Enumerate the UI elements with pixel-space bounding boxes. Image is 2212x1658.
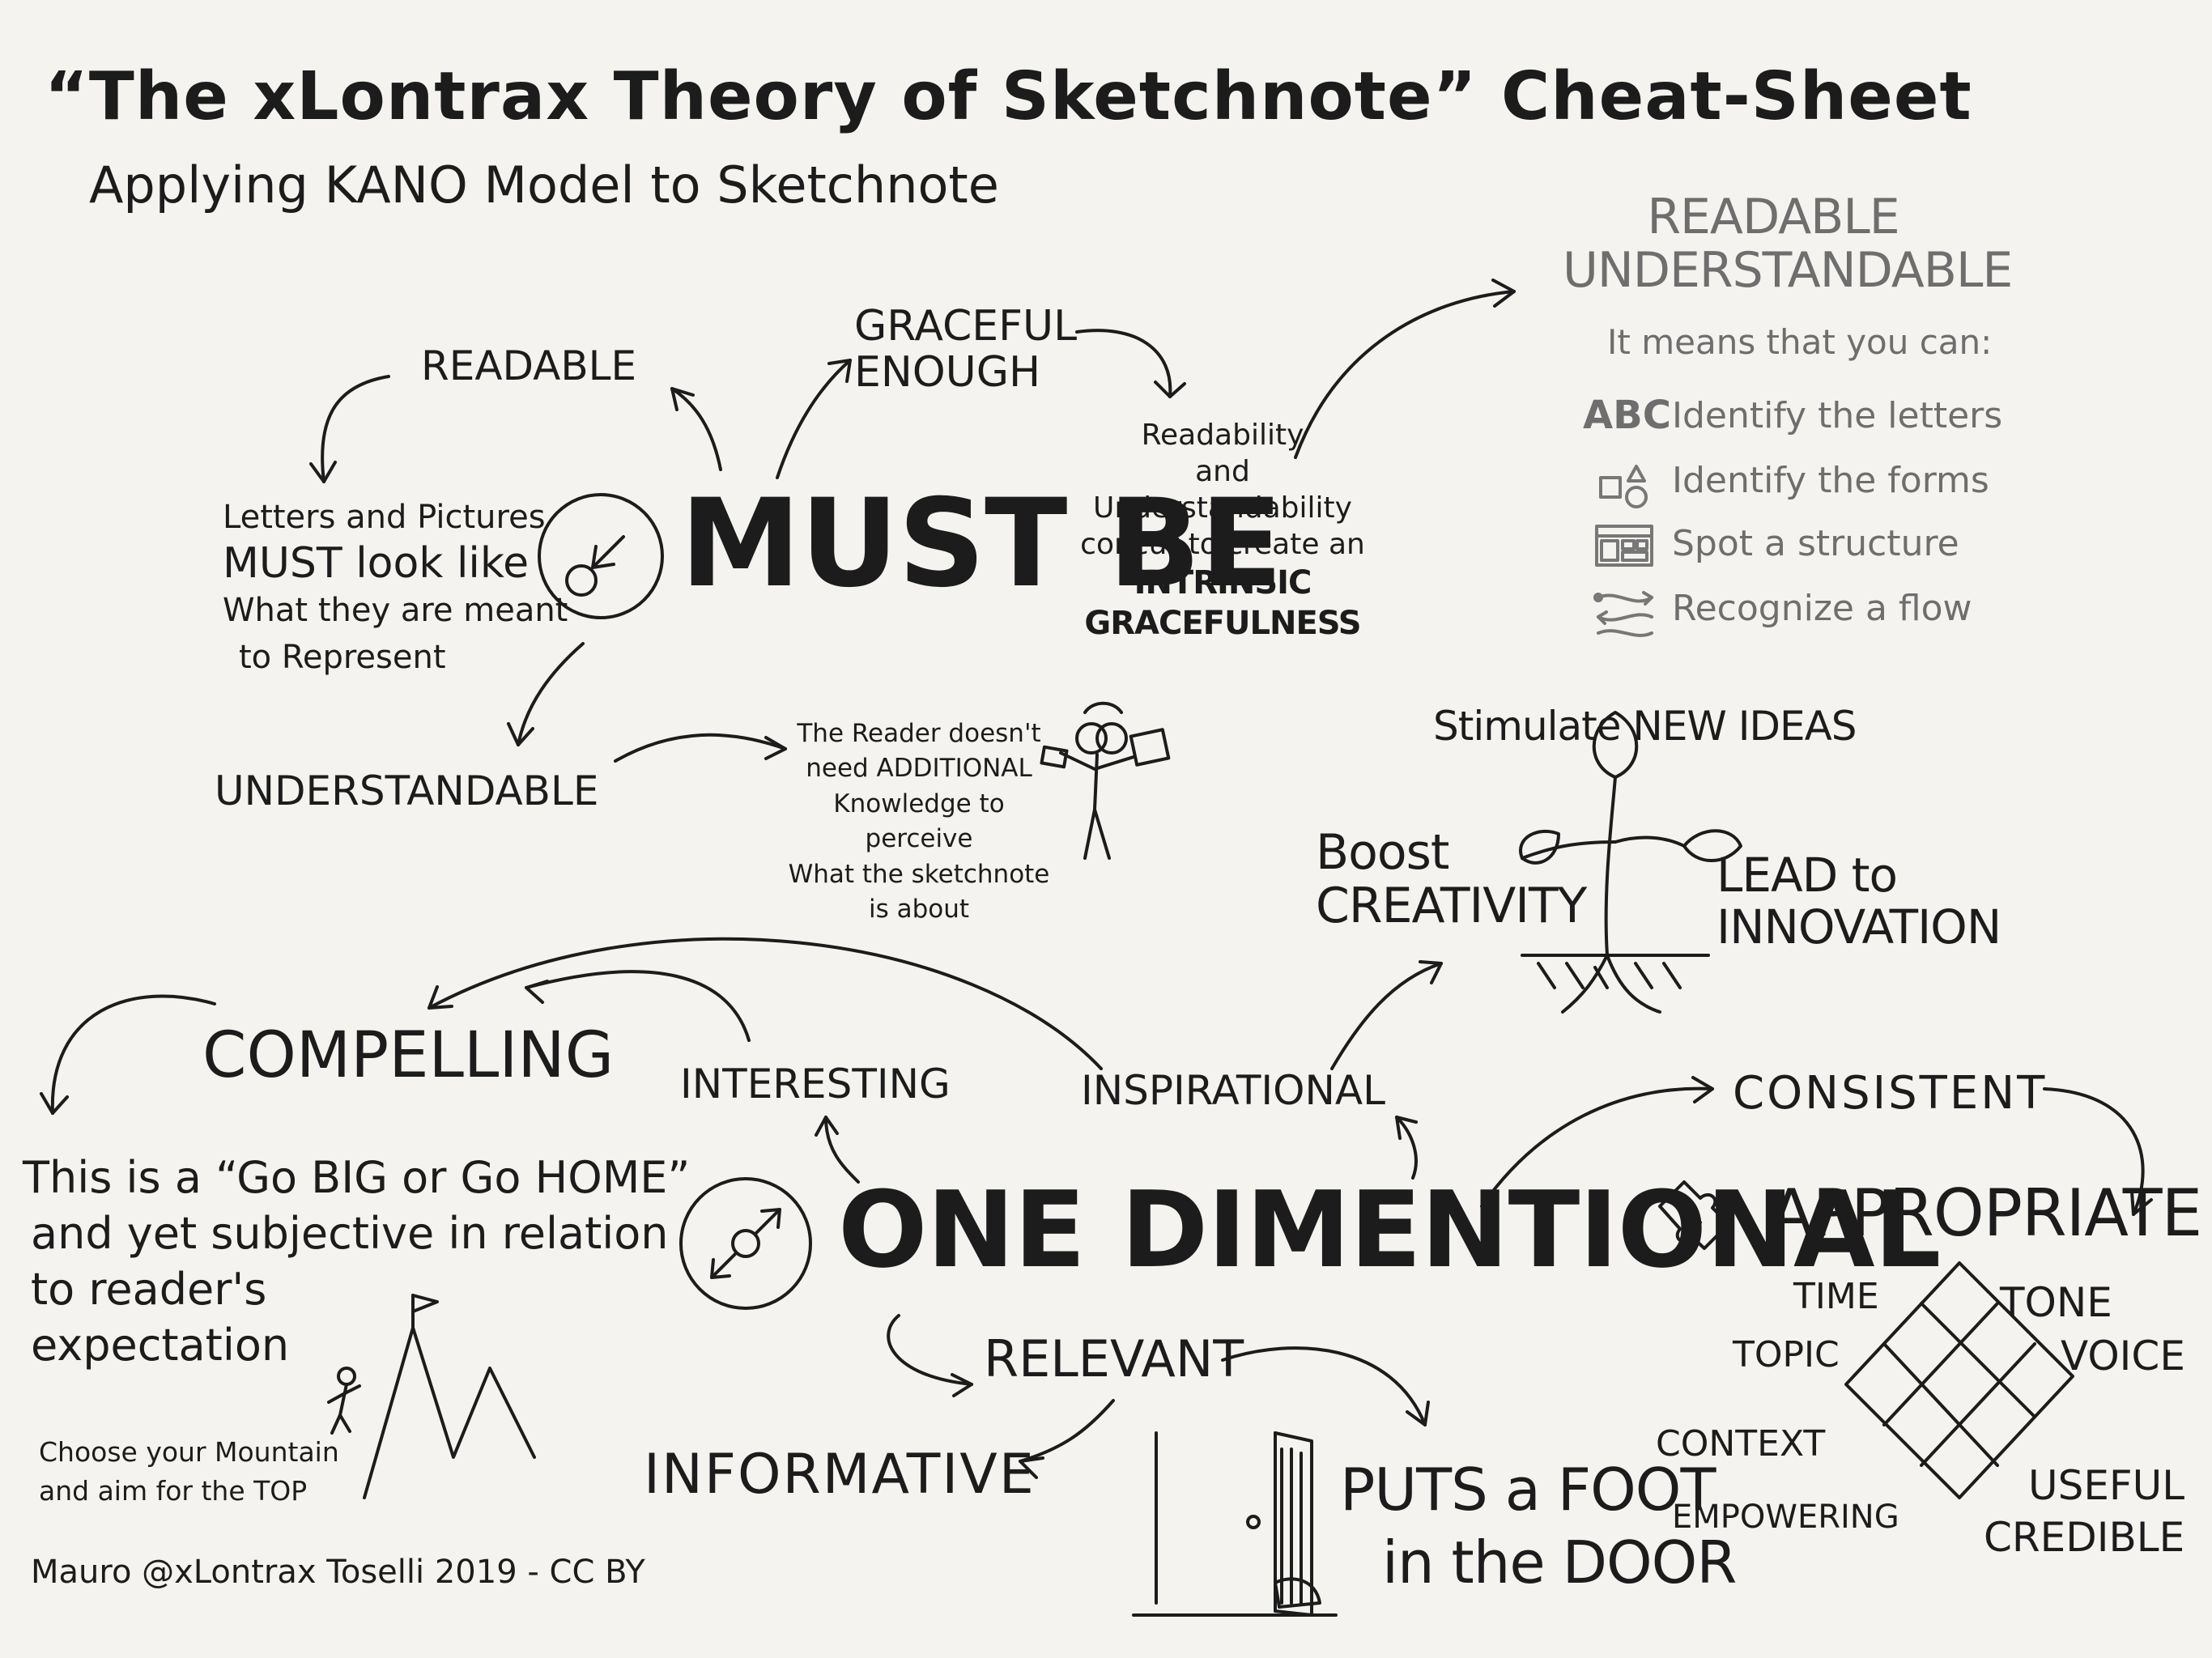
must-be-heading: MUST BE xyxy=(680,474,1283,614)
understandable-desc-line: need ADDITIONAL xyxy=(806,754,1032,784)
compelling-description: This is a “Go BIG or Go HOME” and yet su… xyxy=(23,1150,690,1373)
abc-glyph: ABC xyxy=(1583,393,1671,438)
shapes-icon xyxy=(1599,463,1648,512)
door-line: PUTS a FOOT xyxy=(1340,1456,1716,1524)
door-line: in the DOOR xyxy=(1382,1528,1737,1596)
understandable-description: The Reader doesn't need ADDITIONAL Knowl… xyxy=(785,716,1053,927)
readable-item-flow: Recognize a flow xyxy=(1672,588,1972,629)
readable-box-title: READABLE UNDERSTANDABLE xyxy=(1563,189,2013,299)
graceful-desc-line: Understandability xyxy=(1093,491,1352,525)
compelling-desc-line: expectation xyxy=(31,1320,290,1371)
appropriate-label: APPROPRIATE xyxy=(1769,1175,2202,1251)
one-dimentional-heading: ONE DIMENTIONAL xyxy=(838,1168,1941,1291)
one-dimentional-icon xyxy=(676,1174,815,1313)
graceful-description: Readability and Understandability concur… xyxy=(1036,417,1409,644)
interesting-label: INTERESTING xyxy=(680,1061,951,1107)
stimulate-new-ideas: Stimulate NEW IDEAS xyxy=(1433,703,1857,750)
puzzle-piece-icon xyxy=(1652,1174,1753,1263)
readable-desc-line: MUST look like xyxy=(223,539,530,588)
boost-creativity: Boost CREATIVITY xyxy=(1316,824,1587,934)
compelling-label: COMPELLING xyxy=(202,1019,615,1092)
readable-item-letters: Identify the letters xyxy=(1672,395,2003,436)
page-subtitle: Applying KANO Model to Sketchnote xyxy=(89,155,999,215)
understandable-desc-line: The Reader doesn't xyxy=(797,719,1041,748)
readable-desc-line: to Represent xyxy=(239,639,446,677)
puzzle-context: CONTEXT xyxy=(1656,1423,1826,1465)
compelling-desc-line: and yet subjective in relation xyxy=(31,1208,669,1260)
must-be-icon xyxy=(534,490,668,623)
mountain-caption-line: and aim for the TOP xyxy=(39,1474,308,1507)
informative-label: INFORMATIVE xyxy=(644,1443,1036,1507)
lead-to-innovation: LEAD to INNOVATION xyxy=(1716,848,2001,954)
puzzle-topic: TOPIC xyxy=(1733,1334,1840,1375)
page-title: “The xLontrax Theory of Sketchnote” Chea… xyxy=(45,58,1972,135)
readable-box-line1: READABLE xyxy=(1647,189,1899,245)
compelling-desc-line: This is a “Go BIG or Go HOME” xyxy=(23,1152,691,1203)
readable-item-forms: Identify the forms xyxy=(1672,460,1989,501)
mountain-caption-line: Choose your Mountain xyxy=(39,1436,339,1468)
readable-item-structure: Spot a structure xyxy=(1672,523,1959,564)
puzzle-useful: USEFUL xyxy=(2028,1462,2185,1509)
readable-description: Letters and Pictures MUST look like What… xyxy=(223,494,568,681)
inspirational-label: INSPIRATIONAL xyxy=(1081,1067,1385,1114)
mountain-caption: Choose your Mountain and aim for the TOP xyxy=(39,1433,339,1511)
graceful-desc-line: concur to create an xyxy=(1080,528,1365,561)
readable-desc-line: Letters and Pictures xyxy=(223,499,546,536)
puts-a-foot-in-the-door: PUTS a FOOT in the DOOR xyxy=(1340,1453,1737,1599)
graceful-label: GRACEFUL ENOUGH xyxy=(854,302,1078,397)
understandable-desc-line: Knowledge to perceive xyxy=(833,789,1005,854)
consistent-label: CONSISTENT xyxy=(1733,1067,2048,1120)
relevant-label: RELEVANT xyxy=(984,1329,1244,1388)
readable-desc-line: What they are meant xyxy=(223,592,568,630)
graceful-desc-line: INTRINSIC GRACEFULNESS xyxy=(1084,564,1361,642)
structure-icon xyxy=(1595,525,1653,567)
understandable-label: UNDERSTANDABLE xyxy=(215,767,599,814)
graceful-desc-line: and xyxy=(1195,455,1250,488)
footer-credit: Mauro @xLontrax Toselli 2019 - CC BY xyxy=(31,1554,645,1591)
puzzle-empowering: EMPOWERING xyxy=(1672,1499,1899,1536)
flow-icon xyxy=(1593,589,1657,640)
graceful-desc-line: Readability xyxy=(1141,419,1304,452)
compelling-desc-line: to reader's xyxy=(31,1264,267,1316)
puzzle-credible: CREDIBLE xyxy=(1984,1514,2185,1561)
understandable-desc-line: What the sketchnote xyxy=(788,859,1050,889)
puzzle-voice: VOICE xyxy=(2061,1333,2185,1380)
puzzle-time: TIME xyxy=(1793,1276,1879,1317)
puzzle-tone: TONE xyxy=(2000,1279,2112,1326)
readable-label: READABLE xyxy=(421,342,637,389)
readable-box-line2: UNDERSTANDABLE xyxy=(1563,242,2013,299)
understandable-desc-line: is about xyxy=(868,894,970,924)
readable-box-intro: It means that you can: xyxy=(1607,322,1993,362)
